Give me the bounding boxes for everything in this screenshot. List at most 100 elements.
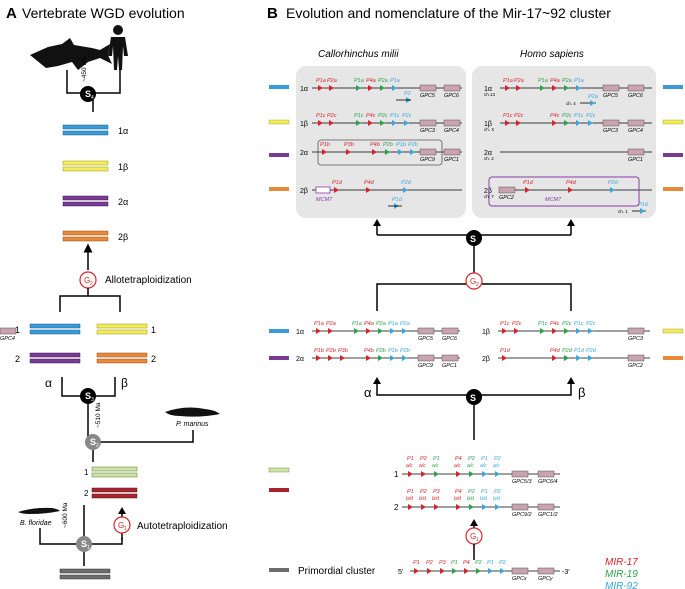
mid-1b-mir-label-4: P2c (562, 321, 572, 327)
cm-2b-label: 2β (300, 188, 308, 195)
mid-1a-mir-label-5: P1a (388, 321, 398, 327)
mid-1b-mir-label-6: P2c (586, 321, 596, 327)
hs-1a-mir-label-2: P1a (538, 78, 548, 84)
hs-1b-mir-label-5: P2c (586, 113, 596, 119)
mid-1a-mir-5 (390, 328, 395, 334)
time-600: ~600 Ma (62, 502, 69, 528)
grey-pair (59, 568, 111, 580)
cm-2b-mir-label-2: P2d (401, 180, 412, 186)
cm-1a-gene-0-label: GPC5 (420, 93, 436, 99)
hs-2b-extra-label: P1d (638, 202, 649, 208)
cm-2a-mir-label-2: P4b (370, 142, 380, 148)
hs-1a-mir-label-3: P4a (550, 78, 560, 84)
cm-1a-mir-3 (368, 85, 373, 91)
mid-1a-mir-label-0: P1a (314, 321, 324, 327)
low-l1-sub-0: a/c (406, 463, 413, 469)
mid-2b-mir-label-1: P4d (550, 348, 561, 354)
mid-2a-label: 2α (296, 356, 304, 363)
hs-1b-mir-3 (564, 120, 569, 126)
mid-1b-gene-1-label: GPC4 (0, 336, 15, 342)
hs-box (472, 66, 656, 218)
mid-1b-mir-5 (576, 328, 581, 334)
cm-1a-mir-5 (392, 85, 397, 91)
human-icon (108, 25, 128, 70)
low-l2-mir-3 (456, 504, 461, 510)
hs-1a-extra-mir (590, 100, 595, 106)
legend-mir17: MIR-17 (605, 557, 638, 568)
beta-pairs: 1 2 (96, 323, 156, 364)
low-l1-mir-label-2: P1 (433, 456, 440, 462)
hs-mcm7-label: MCM7 (545, 197, 562, 203)
mid-2a-mir-1 (328, 355, 333, 361)
mid-1b-mir-6 (588, 328, 593, 334)
hs-1a-mir-3 (552, 85, 557, 91)
low-l1-label: 1 (394, 470, 399, 479)
pair-2beta: 2β (62, 230, 128, 242)
primordial-mir-1 (427, 568, 432, 574)
mid-2a-mir-label-6: P2b (400, 348, 410, 354)
panel-a: A Vertebrate WGD evolution ~450 Ma S 4 1… (6, 5, 228, 580)
alpha-row-1: 1 (15, 325, 20, 335)
mid-1b-mir-label-0: P1c (500, 321, 510, 327)
cm-2b-mir-label-0: P1d (332, 180, 343, 186)
mid-1b-mir-1 (514, 328, 519, 334)
primordial-mir-0 (414, 568, 419, 574)
mid-2b-gene-0-label: GPC2 (628, 363, 643, 369)
alpha-row-2: 2 (15, 354, 20, 364)
primordial-mir-label-4: P4 (463, 560, 470, 566)
low-l1-gene-0 (511, 470, 529, 478)
mid-1a-mir-0 (316, 328, 321, 334)
beta-b: β (578, 385, 585, 400)
mid-1b-gene-1 (0, 327, 17, 335)
cm-1a-mir-label-4: P2a (378, 78, 388, 84)
mid-2b-mir-2 (564, 355, 569, 361)
mid-1a-mir-3 (366, 328, 371, 334)
legend-mir19: MIR-19 (605, 569, 638, 580)
low-l2-gene-1 (537, 503, 555, 511)
primordial-mir-label-2: P3 (439, 560, 447, 566)
hs-1a-mir-0 (505, 85, 510, 91)
panel-a-title: Vertebrate WGD evolution (22, 5, 185, 21)
mid-1a-mir-label-6: P2a (400, 321, 410, 327)
low-l1-sub-4: a/c (467, 463, 474, 469)
hs-1a-mir-label-0: P1a (503, 78, 513, 84)
node-s2-label: S (90, 437, 96, 447)
hs-1b-mir-label-0: P1c (503, 113, 513, 119)
cm-2a-mir-0 (322, 149, 327, 155)
cm-2a-mir-4 (398, 149, 403, 155)
cm-1a-gene-0 (419, 84, 437, 92)
cm-1a-mir-label-2: P1a (354, 78, 364, 84)
mid-2b-mir-label-4: P2d (586, 348, 597, 354)
node-s-top (466, 230, 482, 246)
node-g1-sub: 1 (124, 526, 127, 532)
cm-1a-mir-2 (356, 85, 361, 91)
primordial-gene-1 (537, 567, 555, 575)
hs-1b-mir-2 (552, 120, 557, 126)
low-l2-sub-5: b/d (480, 496, 487, 502)
low-l2-gene-0-label: GPC9/2 (512, 512, 532, 518)
low-l2-sub-4: b/d (467, 496, 474, 502)
low-l1-sub-2: a/c (432, 463, 439, 469)
cm-1a-mir-label-1: P2a (327, 78, 337, 84)
time-450: ~450 Ma (81, 56, 88, 82)
mid-1a-gene-1-label: GPC6 (442, 336, 458, 342)
node-s-mid (466, 389, 482, 405)
cm-2a-mir-5 (410, 149, 415, 155)
pair-label-2alpha: 2α (118, 197, 128, 207)
cm-2a-gene-0 (419, 148, 437, 156)
lamprey-icon (165, 407, 220, 417)
low-l1-mir-4 (469, 471, 474, 477)
low-l2-sub-6: b/d (493, 496, 500, 502)
node-g2-b-label: G (470, 277, 476, 286)
hs-1b-chr: ch. X (484, 127, 494, 132)
mid-2a-mir-2 (340, 355, 345, 361)
low-l2-mir-4 (469, 504, 474, 510)
mid-1b-mir-2 (540, 328, 545, 334)
hs-1a-mir-label-4: P2a (562, 78, 572, 84)
panel-b-title: Evolution and nomenclature of the Mir-17… (286, 5, 611, 21)
allo-label: Allotetraploidization (105, 275, 192, 286)
mid-2a-gene-0-label: GPC9 (418, 363, 433, 369)
cm-1b-mir-label-1: P2c (327, 113, 337, 119)
low-l2-mir-label-0: P1 (407, 489, 414, 495)
hs-2b-mir-label-1: P4d (566, 180, 577, 186)
